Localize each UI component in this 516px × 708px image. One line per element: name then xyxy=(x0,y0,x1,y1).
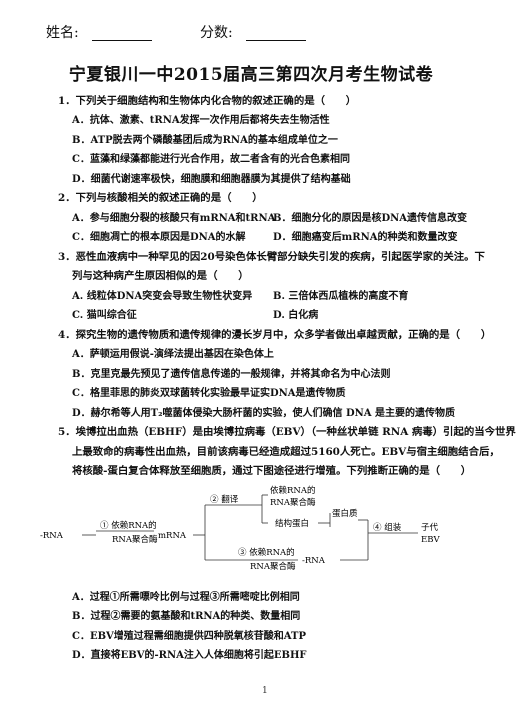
minus-rna-mid: -RNA xyxy=(302,556,326,566)
name-label: 姓名: xyxy=(46,25,79,41)
question-3-option-d[interactable]: D. 白化病 xyxy=(273,310,319,321)
question-5-option-d[interactable]: D．直接将EBV的-RNA注入人体细胞将引起EBHF xyxy=(72,650,307,661)
question-4-option-d[interactable]: D．赫尔希等人用T₂噬菌体侵染大肠杆菌的实验，使人们确信 DNA 是主要的遗传物… xyxy=(72,408,456,419)
step-3-label: ③ 依赖RNA的 xyxy=(238,547,295,558)
question-1-option-c[interactable]: C．蓝藻和绿藻都能进行光合作用，故二者含有的光合色素相同 xyxy=(72,154,350,165)
question-3-option-c[interactable]: C. 猫叫综合征 xyxy=(72,310,137,321)
step-1-enzyme: RNA聚合酶 xyxy=(112,534,158,545)
question-5-stem-line-2: 上最致命的病毒性出血热，目前该病毒已经造成超过5160人死亡。EBV与宿主细胞结… xyxy=(72,446,500,458)
question-3-option-a[interactable]: A. 线粒体DNA突变会导致生物性状变异 xyxy=(72,291,253,302)
step-2-label: ② 翻译 xyxy=(210,495,239,505)
protein-label: 蛋白质 xyxy=(332,508,358,519)
exam-title: 宁夏银川一中2015届高三第四次月考生物试卷 xyxy=(68,65,434,85)
question-1-option-b[interactable]: B．ATP脱去两个磷酸基团后成为RNA的基本组成单位之一 xyxy=(72,135,338,146)
question-4-stem: 4．探究生物的遗传物质和遗传规律的漫长岁月中，众多学者做出卓越贡献，正确的是（ … xyxy=(58,329,492,341)
question-2-option-b[interactable]: B．细胞分化的原因是核DNA遗传信息改变 xyxy=(273,213,468,224)
question-5-option-a[interactable]: A．过程①所需嘌呤比例与过程③所需嘧啶比例相同 xyxy=(72,592,300,603)
ebv-replication-diagram: -RNA ① 依赖RNA的 RNA聚合酶 mRNA ② 翻译 依赖RNA的 RN… xyxy=(40,485,440,572)
question-4-option-a[interactable]: A．萨顿运用假说-演绎法提出基因在染色体上 xyxy=(72,349,274,360)
enzyme-product-line-2: RNA聚合酶 xyxy=(270,497,316,508)
question-2-stem: 2．下列与核酸相关的叙述正确的是（ ） xyxy=(58,192,263,204)
page-number: 1 xyxy=(262,686,268,696)
name-blank[interactable] xyxy=(92,40,152,41)
question-4-option-c[interactable]: C．格里菲思的肺炎双球菌转化实验最早证实DNA是遗传物质 xyxy=(72,388,346,399)
step-4-label: ④ 组装 xyxy=(373,522,402,533)
question-5-option-b[interactable]: B．过程②需要的氨基酸和tRNA的种类、数量相同 xyxy=(72,611,301,622)
question-5-stem-line-1: 5．埃博拉出血热（EBHF）是由埃博拉病毒（EBV）（一种丝状单链 RNA 病毒… xyxy=(58,426,516,438)
question-1-option-a[interactable]: A．抗体、激素、tRNA发挥一次作用后都将失去生物活性 xyxy=(72,115,330,126)
question-3-stem-line-1: 3．恶性血液病中一种罕见的因20号染色体长臂部分缺失引发的疾病，引起医学家的关注… xyxy=(58,251,485,263)
enzyme-product-line-1: 依赖RNA的 xyxy=(270,485,315,496)
step-1-label: ① 依赖RNA的 xyxy=(100,520,157,531)
question-2-option-d[interactable]: D．细胞癌变后mRNA的种类和数量改变 xyxy=(273,232,458,243)
minus-rna-left: -RNA xyxy=(40,531,64,541)
progeny-line-1: 子代 xyxy=(421,522,439,533)
question-2-option-a[interactable]: A．参与细胞分裂的核酸只有mRNA和tRNA xyxy=(72,213,276,224)
question-3-stem-line-2: 列与这种病产生原因相似的是（ ） xyxy=(72,270,249,282)
structural-protein-label: 结构蛋白 xyxy=(275,518,309,529)
question-2-option-c[interactable]: C．细胞凋亡的根本原因是DNA的水解 xyxy=(72,232,246,243)
question-1-option-d[interactable]: D．细菌代谢速率极快，细胞膜和细胞器膜为其提供了结构基础 xyxy=(72,174,351,185)
progeny-line-2: EBV xyxy=(421,535,440,545)
question-4-option-b[interactable]: B．克里克最先预见了遗传信息传递的一般规律，并将其命名为中心法则 xyxy=(72,369,391,380)
question-5-option-c[interactable]: C．EBV增殖过程需细胞提供四种脱氧核苷酸和ATP xyxy=(72,631,306,642)
question-1-stem: 1．下列关于细胞结构和生物体内化合物的叙述正确的是（ ） xyxy=(58,95,357,107)
step-3-enzyme: RNA聚合酶 xyxy=(250,561,296,572)
question-5-stem-line-3: 将核酸-蛋白复合体释放至细胞质，通过下图途径进行增殖。下列推断正确的是（ ） xyxy=(72,465,472,477)
score-label: 分数: xyxy=(200,25,233,41)
mrna-label: mRNA xyxy=(158,531,187,541)
score-blank[interactable] xyxy=(246,40,306,41)
question-3-option-b[interactable]: B. 三倍体西瓜植株的高度不育 xyxy=(273,291,409,302)
